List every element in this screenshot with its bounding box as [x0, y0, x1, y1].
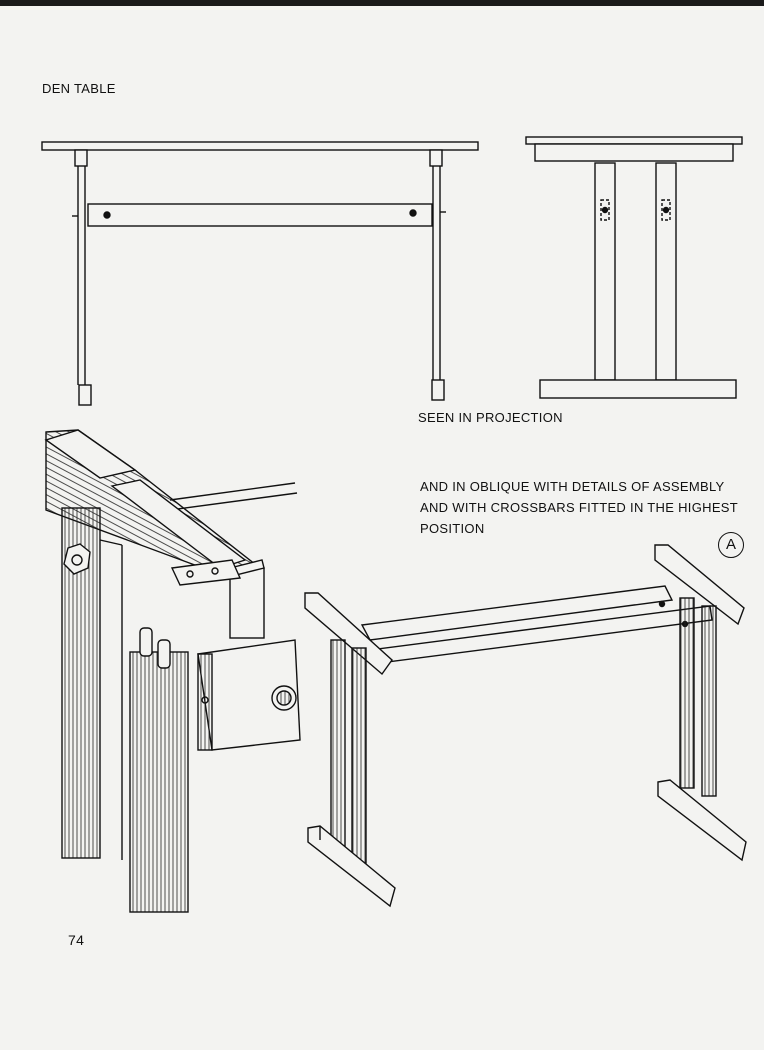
oblique-caption: AND IN OBLIQUE WITH DETAILS OF ASSEMBLY …	[420, 476, 738, 539]
assembly-detail-drawing	[44, 429, 301, 913]
side-elevation-drawing	[525, 136, 743, 399]
oblique-caption-line-1: AND IN OBLIQUE WITH DETAILS OF ASSEMBLY	[420, 479, 725, 494]
oblique-caption-line-3: POSITION	[420, 521, 485, 536]
page-title: DEN TABLE	[42, 81, 116, 96]
oblique-caption-line-2: AND WITH CROSSBARS FITTED IN THE HIGHEST	[420, 500, 739, 515]
page-number: 74	[68, 932, 85, 948]
figure-marker-a: A	[718, 532, 744, 558]
front-elevation-drawing	[41, 141, 479, 406]
page-top-edge	[0, 0, 764, 6]
oblique-assembly-drawing	[304, 544, 747, 908]
projection-caption: SEEN IN PROJECTION	[418, 410, 563, 425]
